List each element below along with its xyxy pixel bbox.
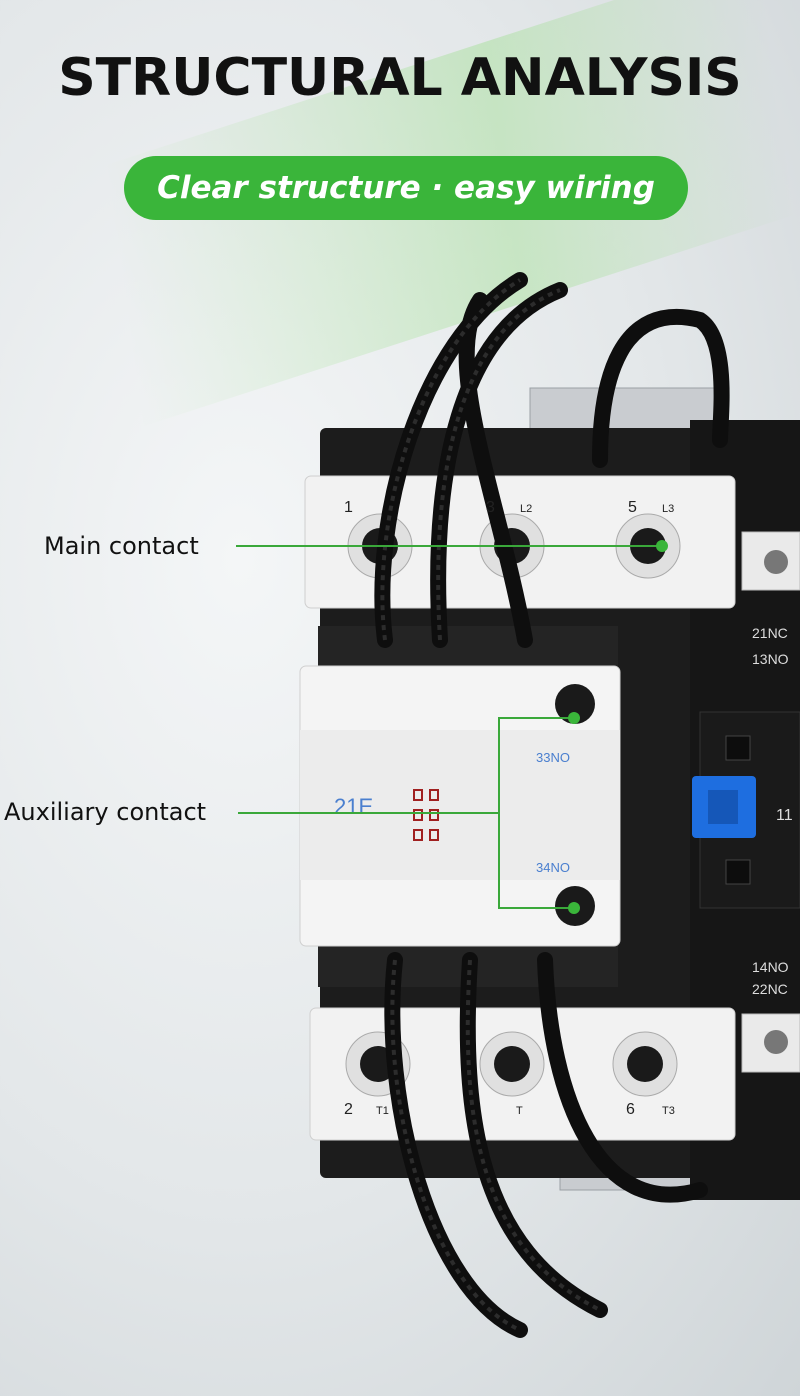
aux-contact-bracket-vertical xyxy=(498,717,500,909)
bottom-phase-t3: T3 xyxy=(662,1105,675,1117)
top-terminal-5: 5 xyxy=(628,499,637,516)
side-label-21nc: 21NC xyxy=(752,625,788,641)
main-contact-label: Main contact xyxy=(44,532,199,560)
indicator-5 xyxy=(413,829,423,841)
aux-contact-dot-top xyxy=(568,712,580,724)
aux-module-groove xyxy=(300,730,620,880)
bottom-terminal-6: 6 xyxy=(626,1101,635,1118)
main-contact-leader-line xyxy=(236,545,660,547)
aux-terminal-34no: 34NO xyxy=(536,860,570,875)
aux-screw-top xyxy=(555,684,595,724)
top-phase-l3: L3 xyxy=(662,503,674,515)
auxiliary-contact-label: Auxiliary contact xyxy=(4,798,207,826)
side-label-14no: 14NO xyxy=(752,959,789,975)
aux-contact-bracket-top xyxy=(498,717,574,719)
indicator-4 xyxy=(429,809,439,821)
aux-contact-leader-line xyxy=(238,812,500,814)
cable-5 xyxy=(384,952,528,1338)
upper-ribs xyxy=(318,626,618,670)
aux-terminal-33no: 33NO xyxy=(536,750,570,765)
subtitle-pill: Clear structure · easy wiring xyxy=(124,156,688,220)
cable-7 xyxy=(537,952,708,1203)
top-terminal-1: 1 xyxy=(344,499,353,516)
side-screw-top xyxy=(764,550,788,574)
side-number-11: 11 xyxy=(776,807,793,824)
cable-4 xyxy=(592,308,730,468)
side-slot-bottom xyxy=(725,859,751,885)
bottom-phase-t1: T1 xyxy=(376,1105,389,1117)
indicator-3 xyxy=(413,809,423,821)
side-label-13no: 13NO xyxy=(752,651,789,667)
top-phase-l2: L2 xyxy=(520,503,532,515)
bottom-phase-t: T xyxy=(516,1105,523,1117)
side-slot-top xyxy=(725,735,751,761)
side-screw-bottom xyxy=(764,1030,788,1054)
indicator-6 xyxy=(429,829,439,841)
aux-contact-dot-bottom xyxy=(568,902,580,914)
indicator-1 xyxy=(413,789,423,801)
bottom-hole-6-inner xyxy=(627,1046,663,1082)
indicator-2 xyxy=(429,789,439,801)
aux-contact-bracket-bottom xyxy=(498,907,574,909)
aux-model-label: 21E xyxy=(334,794,373,819)
top-terminal-3: 3 xyxy=(486,499,495,516)
page-title: STRUCTURAL ANALYSIS xyxy=(58,48,742,108)
bottom-hole-4-inner xyxy=(494,1046,530,1082)
blue-button-notch xyxy=(708,790,738,824)
main-contact-dot xyxy=(656,540,668,552)
bottom-terminal-2: 2 xyxy=(344,1101,353,1118)
side-label-22nc: 22NC xyxy=(752,981,788,997)
